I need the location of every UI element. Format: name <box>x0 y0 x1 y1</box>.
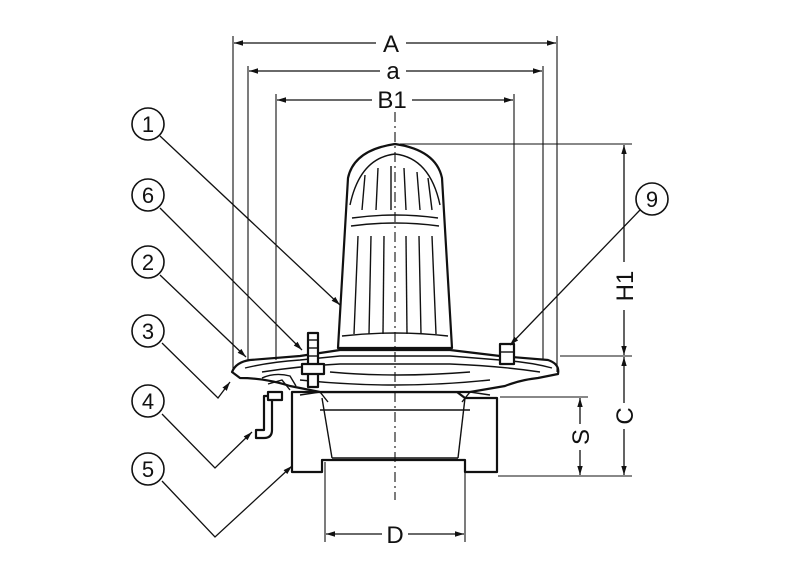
callout-1-number: 1 <box>142 112 154 137</box>
callout-3-number: 3 <box>142 319 154 344</box>
callout-leaders <box>159 135 641 538</box>
side-spigot <box>254 390 284 440</box>
callout-3: 3 <box>131 314 165 348</box>
dim-label-h1: H1 <box>612 271 639 302</box>
dimension-h1: H1 <box>400 143 639 357</box>
dim-label-a-lower: a <box>386 58 400 85</box>
dimension-b1: B1 <box>275 86 515 360</box>
callout-1: 1 <box>131 107 165 141</box>
dimension-s: S <box>500 396 595 475</box>
dimension-d: D <box>324 462 466 549</box>
dimension-c: C <box>498 357 639 477</box>
callout-5-number: 5 <box>142 457 154 482</box>
dim-label-c: C <box>612 407 639 424</box>
callout-6-number: 6 <box>142 183 154 208</box>
callout-2: 2 <box>131 245 165 279</box>
callout-9-number: 9 <box>646 187 658 212</box>
dim-label-b1: B1 <box>377 87 406 114</box>
callout-9: 9 <box>635 182 669 216</box>
callout-5: 5 <box>131 452 165 486</box>
dim-label-d: D <box>386 522 403 549</box>
callout-6: 6 <box>131 178 165 212</box>
callout-2-number: 2 <box>142 250 154 275</box>
dim-label-a: A <box>383 31 399 58</box>
left-bolt <box>300 331 326 389</box>
callout-4: 4 <box>131 384 165 418</box>
callout-4-number: 4 <box>142 389 154 414</box>
dim-label-s: S <box>568 429 595 445</box>
right-bolt <box>498 342 516 366</box>
